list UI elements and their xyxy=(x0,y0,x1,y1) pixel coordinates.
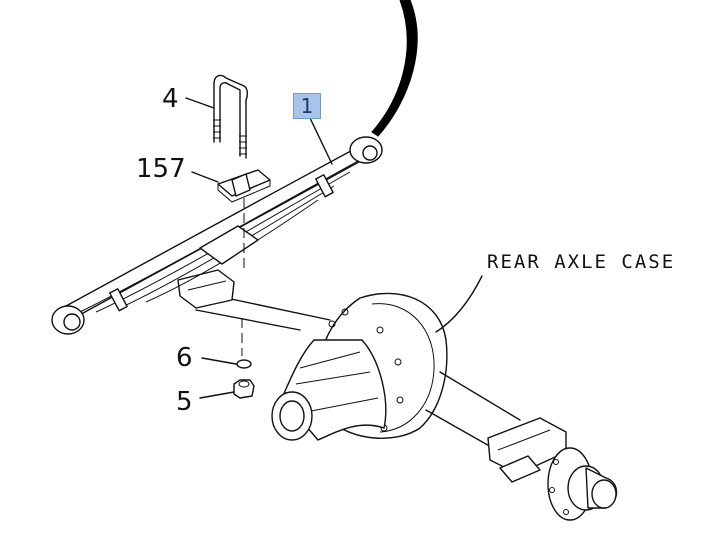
spring-seat xyxy=(217,169,271,203)
washer xyxy=(236,359,252,369)
leader-5 xyxy=(199,391,235,399)
nut xyxy=(233,379,255,399)
rear-axle-case xyxy=(177,269,618,521)
label-6: 6 xyxy=(176,343,193,373)
label-5: 5 xyxy=(176,387,193,417)
leader-4 xyxy=(185,97,215,109)
hanger-curve xyxy=(371,0,418,137)
callout-1-number: 1 xyxy=(300,94,314,118)
rear-axle-case-label: REAR AXLE CASE xyxy=(487,251,676,273)
label-4: 4 xyxy=(162,84,179,114)
leader-157 xyxy=(191,171,219,183)
callout-1[interactable]: 1 xyxy=(293,93,321,119)
u-bolt xyxy=(213,74,249,159)
leader-1 xyxy=(309,117,333,165)
leader-6 xyxy=(201,357,237,365)
leaf-spring xyxy=(51,136,383,335)
label-157: 157 xyxy=(136,154,186,184)
